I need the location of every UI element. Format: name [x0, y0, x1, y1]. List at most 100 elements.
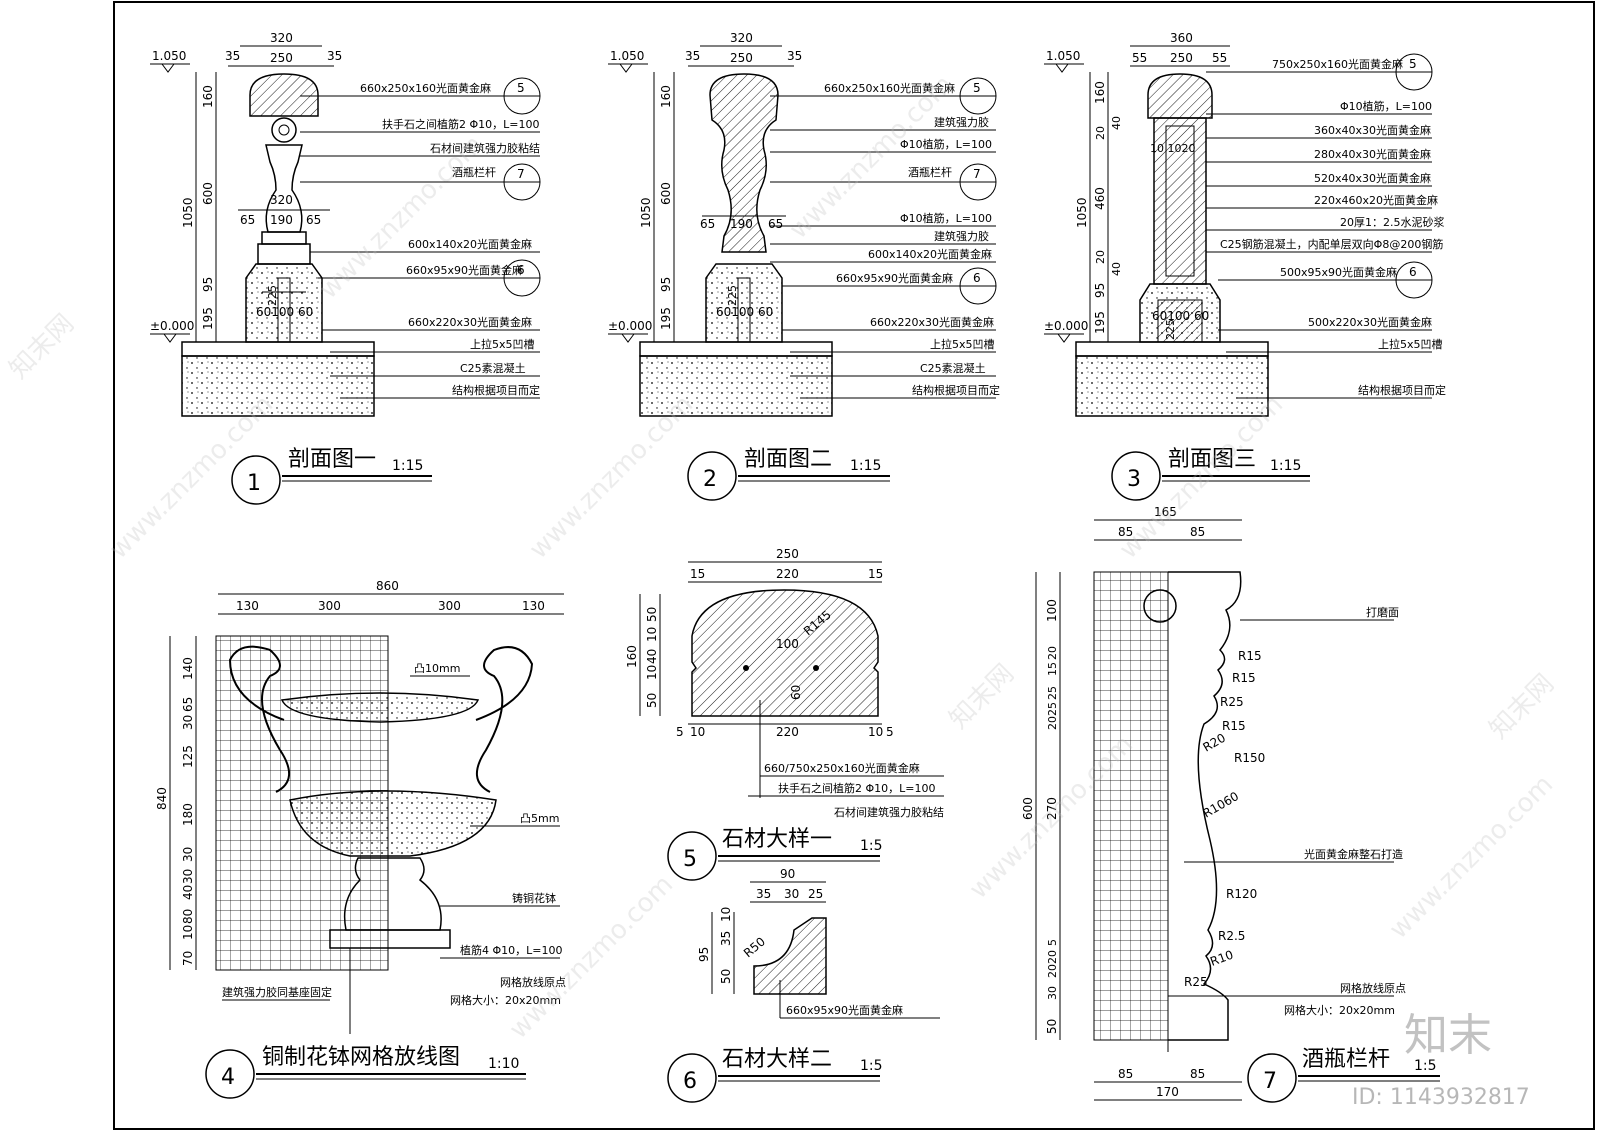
svg-text:1050: 1050	[639, 197, 653, 228]
watermark-id: ID: 1143932817	[1352, 1085, 1530, 1110]
svg-text:860: 860	[376, 579, 399, 593]
svg-text:网格放线原点: 网格放线原点	[500, 975, 566, 989]
svg-text:R2.5: R2.5	[1218, 929, 1245, 943]
svg-text:130: 130	[522, 599, 545, 613]
svg-text:60: 60	[789, 685, 803, 700]
elevation-zero-marker	[150, 333, 190, 343]
svg-text:20: 20	[1046, 950, 1059, 964]
svg-text:上拉5x5凹槽: 上拉5x5凹槽	[1378, 337, 1443, 351]
svg-text:C25钢筋混凝土，内配单层双向Φ8@200钢筋: C25钢筋混凝土，内配单层双向Φ8@200钢筋	[1220, 237, 1443, 251]
svg-text:225: 225	[266, 285, 279, 306]
svg-text:R50: R50	[741, 934, 768, 960]
svg-text:35: 35	[756, 887, 771, 901]
svg-text:3: 3	[1127, 467, 1141, 492]
svg-text:125: 125	[181, 745, 195, 768]
concrete-base	[181, 355, 375, 417]
svg-text:40: 40	[645, 649, 659, 664]
leader-notes-4: 凸10mm 凸5mm 铸铜花钵 植筋4 Φ10，L=100 网格放线原点 网格大…	[222, 662, 566, 1007]
dim-v-total: 1050	[181, 197, 195, 228]
section-drawing-2: 1.050 ±0.000 1050 160 600 95 195 320 35 …	[608, 31, 1000, 501]
svg-text:结构根据项目而定: 结构根据项目而定	[1358, 383, 1446, 397]
leader-notes-1: 660x250x160光面黄金麻 扶手石之间植筋2 Φ10，L=100 石材间建…	[300, 81, 540, 399]
stone-detail-5: 250 15 220 15 160 50 10 40 10 50 R145 10…	[625, 547, 944, 881]
ground-slab	[181, 341, 375, 357]
svg-text:Φ10植筋，L=100: Φ10植筋，L=100	[900, 137, 992, 151]
svg-text:600x140x20光面黄金麻: 600x140x20光面黄金麻	[868, 247, 992, 261]
svg-text:520x40x30光面黄金麻: 520x40x30光面黄金麻	[1314, 171, 1431, 185]
svg-text:10: 10	[645, 665, 659, 680]
svg-text:300: 300	[438, 599, 461, 613]
coping-profile	[753, 917, 827, 995]
sheet-border	[113, 1, 1595, 1130]
svg-text:360x40x30光面黄金麻: 360x40x30光面黄金麻	[1314, 123, 1431, 137]
drawing-title-7: 酒瓶栏杆	[1302, 1047, 1390, 1072]
svg-text:40: 40	[1110, 262, 1123, 276]
svg-text:石材间建筑强力胶粘结: 石材间建筑强力胶粘结	[430, 141, 540, 155]
svg-text:5: 5	[886, 725, 894, 739]
drawing-title-2: 剖面图二	[744, 447, 832, 472]
svg-text:知末网: 知末网	[4, 309, 80, 385]
svg-text:上拉5x5凹槽: 上拉5x5凹槽	[930, 337, 995, 351]
leader-notes-2: 660x250x160光面黄金麻 建筑强力胶 Φ10植筋，L=100 酒瓶栏杆 …	[770, 81, 1000, 399]
svg-text:600: 600	[659, 182, 673, 205]
svg-text:65: 65	[240, 213, 255, 227]
svg-text:网格大小：20x20mm: 网格大小：20x20mm	[450, 993, 561, 1007]
svg-text:网格放线原点: 网格放线原点	[1340, 981, 1406, 995]
svg-text:石材间建筑强力胶粘结: 石材间建筑强力胶粘结	[834, 805, 944, 819]
svg-text:10: 10	[181, 925, 195, 940]
drawing-number-circle-6	[667, 1053, 717, 1103]
detail-tags-3: 5 6	[1395, 53, 1433, 299]
drawing-scale-7: 1:5	[1414, 1058, 1437, 1074]
svg-text:660x95x90光面黄金麻: 660x95x90光面黄金麻	[836, 271, 953, 285]
svg-text:90: 90	[780, 867, 795, 881]
svg-text:凸10mm: 凸10mm	[414, 662, 460, 675]
svg-text:20厚1：2.5水泥砂浆: 20厚1：2.5水泥砂浆	[1340, 215, 1445, 229]
elevation-top-marker	[150, 63, 190, 73]
svg-text:95: 95	[1093, 283, 1107, 298]
svg-text:10: 10	[719, 907, 733, 922]
pier-cap	[1147, 73, 1213, 119]
svg-text:35: 35	[787, 49, 802, 63]
svg-text:55: 55	[1132, 51, 1147, 65]
svg-text:2: 2	[703, 467, 717, 492]
svg-text:7: 7	[517, 167, 525, 181]
svg-text:5: 5	[1409, 57, 1417, 71]
svg-text:20: 20	[1046, 964, 1059, 978]
svg-text:Φ10植筋，L=100: Φ10植筋，L=100	[1340, 99, 1432, 113]
svg-text:660/750x250x160光面黄金麻: 660/750x250x160光面黄金麻	[764, 761, 920, 775]
svg-text:R1060: R1060	[1201, 789, 1242, 821]
svg-text:知末网: 知末网	[944, 659, 1020, 735]
svg-text:60100 60: 60100 60	[716, 305, 773, 319]
svg-text:结构根据项目而定: 结构根据项目而定	[452, 383, 540, 397]
svg-text:R15: R15	[1232, 671, 1256, 685]
svg-text:55: 55	[1212, 51, 1227, 65]
svg-text:建筑强力胶同基座固定: 建筑强力胶同基座固定	[222, 985, 332, 999]
drawing-scale-4: 1:10	[488, 1056, 519, 1072]
detail-tags-2: 5 7 6	[959, 77, 997, 305]
svg-text:10 1020: 10 1020	[1150, 142, 1196, 155]
svg-text:360: 360	[1170, 31, 1193, 45]
svg-text:65: 65	[181, 697, 195, 712]
svg-text:195: 195	[1093, 311, 1107, 334]
drawing-scale-6: 1:5	[860, 1058, 883, 1074]
svg-text:660x220x30光面黄金麻: 660x220x30光面黄金麻	[870, 315, 994, 329]
svg-text:100: 100	[776, 637, 799, 651]
svg-text:7: 7	[973, 167, 981, 181]
svg-text:660x250x160光面黄金麻: 660x250x160光面黄金麻	[824, 81, 955, 95]
svg-text:Φ10植筋，L=100: Φ10植筋，L=100	[900, 211, 992, 225]
svg-text:660x220x30光面黄金麻: 660x220x30光面黄金麻	[408, 315, 532, 329]
svg-text:R20: R20	[1201, 731, 1228, 755]
svg-text:190: 190	[730, 217, 753, 231]
dim-v-baluster: 600	[201, 182, 215, 205]
svg-text:60100 60: 60100 60	[1152, 309, 1209, 323]
svg-text:酒瓶栏杆: 酒瓶栏杆	[908, 165, 952, 179]
svg-text:50: 50	[1045, 1019, 1059, 1034]
svg-text:60100 60: 60100 60	[256, 305, 313, 319]
svg-text:R15: R15	[1238, 649, 1262, 663]
svg-text:220x460x20光面黄金麻: 220x460x20光面黄金麻	[1314, 193, 1438, 207]
plinth-slab	[257, 243, 311, 265]
svg-text:±0.000: ±0.000	[608, 319, 652, 333]
drawing-scale-3: 1:15	[1270, 458, 1301, 474]
drawing-number-circle-2	[687, 451, 737, 501]
drawing-number-circle-5	[667, 831, 717, 881]
